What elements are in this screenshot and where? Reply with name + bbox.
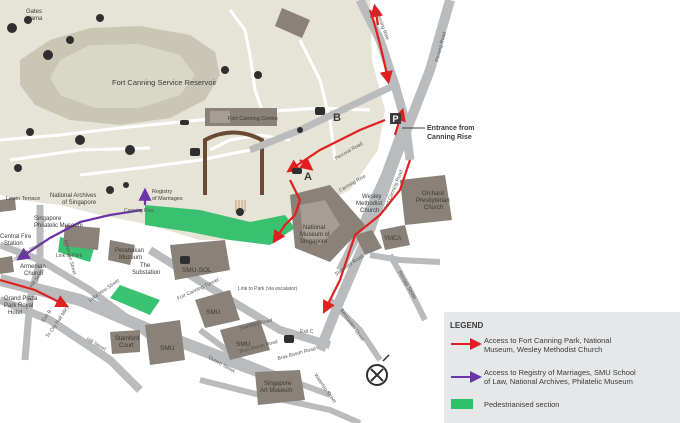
link-escalator-label: Link to Park (via escalator) <box>238 286 298 292</box>
substation-label-1: The <box>140 263 151 269</box>
orchard-label-3: Church <box>424 205 443 211</box>
entrance-label-2: Canning Rise <box>427 134 472 141</box>
legend: LEGEND Access to Fort Canning Park, Nati… <box>444 312 680 423</box>
canning-rise-small: Canning Rise <box>124 208 154 214</box>
peranakan-label-1: Peranakan <box>115 248 144 254</box>
svg-text:P: P <box>392 114 398 124</box>
registry-label-2: of Marriages <box>152 196 183 202</box>
entrance-label-1: Entrance from <box>427 125 474 132</box>
link-to-park-label: Link to Park <box>56 253 83 259</box>
archives-label-1: National Archives <box>50 193 96 199</box>
archives-label-2: of Singapore <box>62 200 97 206</box>
armenian-label-1: Armenian <box>20 264 46 270</box>
compass-icon <box>366 354 390 386</box>
smu-sol-label: SMU-SOL <box>182 267 212 274</box>
purple-route <box>16 187 152 261</box>
art-label-2: Art Museum <box>260 388 292 394</box>
exit-c-label: Exit C <box>300 329 314 335</box>
smu-label-1: SMU <box>160 345 175 352</box>
stamford-court-label-2: Court <box>119 343 134 349</box>
nms-label-1: National <box>303 225 325 231</box>
fire-label-1: Central Fire <box>0 234 32 240</box>
llama-label: Llama <box>26 16 43 22</box>
legend-green-swatch <box>451 399 473 409</box>
ymca-label: YMCA <box>384 236 401 242</box>
grand-label-3: Hotel <box>8 310 22 316</box>
legend-item-1-line1: Access to Fort Canning Park, National <box>484 336 611 345</box>
letter-a: A <box>304 171 312 183</box>
stamford-court-label-1: Stamford <box>115 336 139 342</box>
armenian-label-2: Church <box>24 271 43 277</box>
parking-icon: P <box>390 113 401 124</box>
wesley-label-1: Wesley <box>362 194 382 200</box>
registry-label-1: Registry <box>152 189 172 195</box>
legend-item-2-line2: of Law, National Archives, Philatelic Mu… <box>484 377 633 386</box>
orchard-label-1: Orchard <box>422 191 444 197</box>
peranakan-label-2: Museum <box>119 255 142 261</box>
car-icon <box>180 120 302 174</box>
reservoir-label: Fort Canning Service Reservoir <box>112 78 217 87</box>
legend-title: LEGEND <box>450 321 484 330</box>
legend-item-3: Pedestrianised section <box>484 400 559 409</box>
smu-label-2: SMU <box>206 309 221 316</box>
red-route <box>0 3 412 314</box>
philatelic-label-2: Philatelic Museum <box>34 223 83 229</box>
fire-label-2: Station <box>4 241 23 247</box>
gates-label: Gates <box>26 9 42 15</box>
orchard-label-2: Presbyterian <box>416 198 450 204</box>
centre-label: Fort Canning Centre <box>228 116 278 122</box>
lewin-label: Lewin Terrace <box>6 196 40 202</box>
legend-item-1-line2: Museum, Wesley Methodist Church <box>484 345 602 354</box>
wesley-label-3: Church <box>360 208 379 214</box>
grand-label-1: Grand Plaza <box>4 296 38 302</box>
grand-label-2: Park Royal <box>4 303 33 309</box>
nms-label-3: Singapore <box>300 239 328 245</box>
wesley-label-2: Methodist <box>356 201 382 207</box>
tree-icon <box>7 14 303 216</box>
substation-label-2: Substation <box>132 270 160 276</box>
bus-icon <box>180 107 325 343</box>
letter-b: B <box>333 112 341 124</box>
legend-box <box>444 312 680 423</box>
buildings <box>0 8 452 405</box>
nms-label-2: Museum of <box>300 232 330 238</box>
art-label-1: Singapore <box>264 381 292 387</box>
smu-label-3: SMU <box>236 341 251 348</box>
philatelic-label-1: Singapore <box>34 216 62 222</box>
fort-canning-green <box>203 130 264 195</box>
legend-item-2-line1: Access to Registry of Marriages, SMU Sch… <box>484 368 636 377</box>
